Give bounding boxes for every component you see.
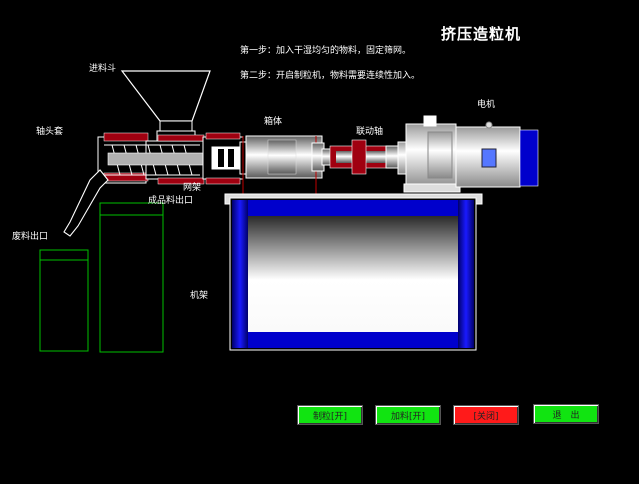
label-waste-outlet: 废料出口	[12, 232, 49, 242]
coupling-shaft	[321, 139, 401, 175]
label-screen: 网架	[183, 183, 202, 193]
waste-bin	[39, 249, 89, 352]
page-title: 挤压造粒机	[441, 25, 522, 43]
label-shaft-sleeve: 轴头套	[36, 127, 64, 137]
label-hopper: 进料斗	[89, 64, 117, 74]
instruction-step1: 第一步：加入干湿均匀的物料，固定筛网。	[240, 46, 412, 56]
auto-off-button[interactable]: [关闭]	[453, 405, 519, 425]
label-coupling: 联动轴	[356, 127, 384, 137]
screen-frame	[202, 132, 249, 194]
granulate-on-button[interactable]: 制粒[开]	[297, 405, 363, 425]
label-motor: 电机	[477, 100, 496, 110]
hopper	[120, 70, 211, 144]
instruction-step2: 第二步：开启制粒机，物料需要连续性加入。	[240, 71, 421, 81]
motor	[397, 115, 539, 193]
screw-barrel	[97, 132, 205, 185]
product-bin	[99, 202, 164, 353]
box-body	[245, 135, 325, 194]
label-box: 箱体	[264, 117, 283, 127]
label-frame: 机架	[190, 291, 209, 301]
label-product-outlet: 成品料出口	[148, 196, 194, 206]
exit-button[interactable]: 退 出	[533, 404, 599, 424]
feed-on-button[interactable]: 加料[开]	[375, 405, 441, 425]
waste-chute	[63, 169, 109, 237]
machine-frame	[224, 193, 483, 351]
